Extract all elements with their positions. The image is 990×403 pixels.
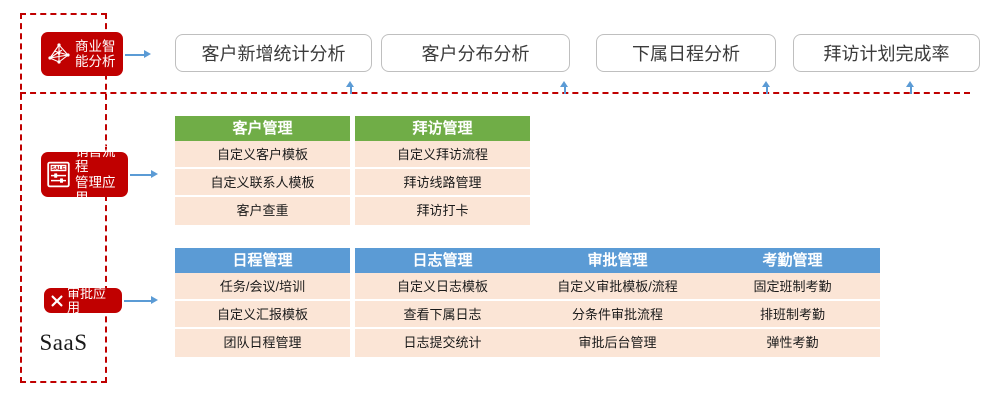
badge-business-intelligence[interactable]: 商业智 能分析 [41,32,123,76]
card-row[interactable]: 日志提交统计 [355,329,530,357]
tab-label: 拜访计划完成率 [823,44,950,64]
card-row[interactable]: 任务/会议/培训 [175,273,350,301]
card-row[interactable]: 自定义日志模板 [355,273,530,301]
arrow-sales-to-cards [130,170,158,179]
card-row[interactable]: 审批后台管理 [530,329,705,357]
card-visit-management: 拜访管理 自定义拜访流程 拜访线路管理 拜访打卡 [355,116,530,225]
card-row[interactable]: 拜访线路管理 [355,169,530,197]
card-header: 客户管理 [175,116,350,141]
card-row[interactable]: 自定义审批模板/流程 [530,273,705,301]
badge-label: 审批应用 [67,285,107,315]
badge-approval-app[interactable]: 审批应用 [44,285,122,315]
arrow-up-to-tab-2 [560,81,569,94]
svg-text:SALE: SALE [51,166,66,172]
badge-sales-process-app[interactable]: SALE 销售流程 管理应用 [41,144,128,205]
card-row[interactable]: 自定义客户模板 [175,141,350,169]
saas-label: SaaS [39,330,88,355]
card-header: 日程管理 [175,248,350,273]
card-approval-management: 审批管理 自定义审批模板/流程 分条件审批流程 审批后台管理 [530,248,705,357]
card-row[interactable]: 排班制考勤 [705,301,880,329]
arrow-up-to-tab-3 [762,81,771,94]
card-log-management: 日志管理 自定义日志模板 查看下属日志 日志提交统计 [355,248,530,357]
arrow-approval-to-cards [124,296,158,305]
badge-label: 商业智 能分析 [75,38,116,70]
arrow-bi-to-tabs [125,50,151,59]
badge-label: 销售流程 管理应用 [75,143,116,206]
card-header: 考勤管理 [705,248,880,273]
card-row[interactable]: 分条件审批流程 [530,301,705,329]
saas-container-boundary [20,13,107,383]
network-graph-icon [46,41,72,67]
card-header: 拜访管理 [355,116,530,141]
tab-visit-plan-completion-rate[interactable]: 拜访计划完成率 [793,34,980,72]
card-schedule-management: 日程管理 任务/会议/培训 自定义汇报模板 团队日程管理 [175,248,350,357]
crossed-tools-icon [50,294,64,308]
tab-label: 客户分布分析 [421,44,530,64]
card-row[interactable]: 自定义汇报模板 [175,301,350,329]
card-row[interactable]: 客户查重 [175,197,350,225]
card-row[interactable]: 查看下属日志 [355,301,530,329]
card-attendance-management: 考勤管理 固定班制考勤 排班制考勤 弹性考勤 [705,248,880,357]
tab-label: 下属日程分析 [632,44,740,64]
tab-customer-distribution-analysis[interactable]: 客户分布分析 [381,34,570,72]
arrow-up-to-tab-4 [906,81,915,94]
arrow-up-to-tab-1 [346,81,355,94]
tab-label: 客户新增统计分析 [201,44,346,64]
card-header: 审批管理 [530,248,705,273]
card-header: 日志管理 [355,248,530,273]
card-row[interactable]: 弹性考勤 [705,329,880,357]
tab-customer-growth-analysis[interactable]: 客户新增统计分析 [175,34,372,72]
tab-subordinate-schedule-analysis[interactable]: 下属日程分析 [596,34,776,72]
card-row[interactable]: 自定义拜访流程 [355,141,530,169]
card-row[interactable]: 自定义联系人模板 [175,169,350,197]
horizontal-dashed-connector [20,92,970,94]
card-row[interactable]: 固定班制考勤 [705,273,880,301]
card-row[interactable]: 拜访打卡 [355,197,530,225]
card-row[interactable]: 团队日程管理 [175,329,350,357]
card-customer-management: 客户管理 自定义客户模板 自定义联系人模板 客户查重 [175,116,350,225]
sale-sliders-icon: SALE [46,161,71,188]
